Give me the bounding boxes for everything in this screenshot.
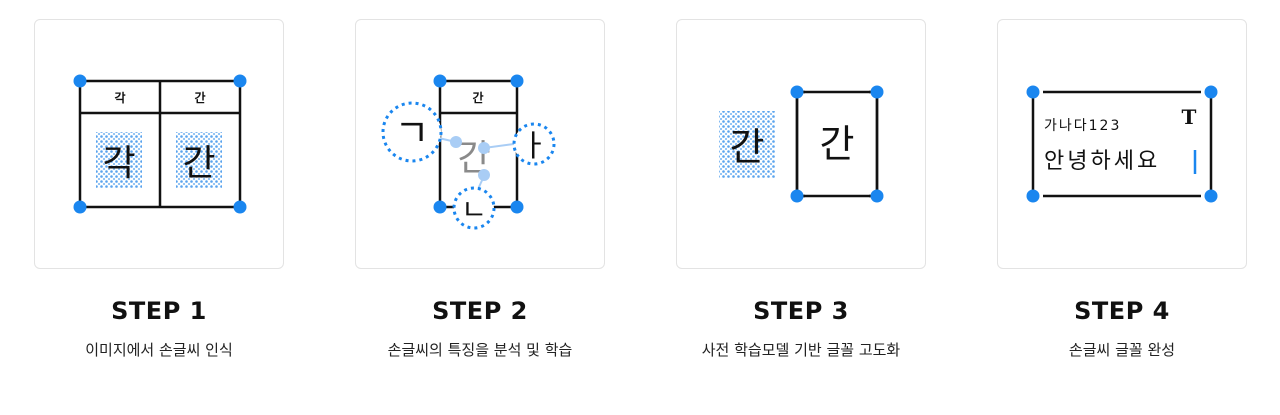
step-3-illustration: 간 간: [719, 85, 884, 203]
corner-handle: [433, 74, 447, 88]
scan-texture: [176, 132, 222, 188]
part-circle-a: [512, 122, 556, 166]
corner-handle: [73, 74, 87, 88]
corner-handle: [1026, 85, 1040, 99]
header-cell-1: 각: [114, 90, 125, 105]
step-1-illustration: 각 간 각 간: [73, 74, 247, 214]
feature-node: [478, 169, 490, 181]
step-title: STEP 2: [432, 297, 528, 325]
corner-handle: [870, 85, 884, 99]
step-4: 가나다123 안녕하세요 T STEP 4 손글씨 글꼴 완성: [997, 19, 1247, 360]
feature-node: [478, 142, 490, 154]
handwriting-char: 간: [730, 125, 765, 169]
scan-texture: [96, 132, 142, 188]
handwriting-char-1: 각: [102, 143, 135, 184]
part-giyeok: ㄱ: [395, 111, 430, 155]
font-char: 간: [820, 122, 855, 166]
step-3: 간 간 STEP 3 사전 학습모델 기반 글꼴 고도화: [676, 19, 926, 360]
text-frame: [1031, 90, 1213, 198]
corner-handle: [233, 74, 247, 88]
part-a: ㅏ: [520, 129, 548, 164]
step-4-card: 가나다123 안녕하세요 T: [997, 19, 1247, 269]
corner-handle: [870, 189, 884, 203]
feature-node: [450, 136, 462, 148]
step-2: 간 간 ㄱ ㅏ ㄴ STEP 2 손글씨의 특징을 분석 및 학습: [355, 19, 605, 360]
step-title: STEP 1: [111, 297, 207, 325]
step-4-illustration: 가나다123 안녕하세요 T: [1026, 85, 1218, 203]
corner-handle: [1026, 189, 1040, 203]
sample-line-1: 가나다123: [1044, 118, 1121, 134]
corner-handle: [1204, 85, 1218, 99]
step-description: 손글씨 글꼴 완성: [1068, 341, 1176, 359]
corner-handle: [790, 189, 804, 203]
step-2-illustration: 간 간 ㄱ ㅏ ㄴ: [381, 74, 556, 230]
step-1: 각 간 각 간 STEP 1 이미지에서 손글씨 인식: [34, 19, 284, 360]
step-2-card: 간 간 ㄱ ㅏ ㄴ: [355, 19, 605, 269]
header-cell: 간: [472, 90, 483, 105]
sample-line-2: 안녕하세요: [1044, 149, 1160, 174]
handwriting-char-2: 간: [182, 143, 215, 184]
step-1-card: 각 간 각 간: [34, 19, 284, 269]
step-3-card: 간 간: [676, 19, 926, 269]
corner-handle: [73, 200, 87, 214]
font-frame: [795, 90, 879, 198]
scan-texture: [719, 111, 775, 178]
step-description: 손글씨의 특징을 분석 및 학습: [387, 341, 573, 359]
part-circle-nieun: [452, 186, 496, 230]
step-description: 사전 학습모델 기반 글꼴 고도화: [701, 341, 901, 359]
corner-handle: [510, 200, 524, 214]
step-title: STEP 4: [1074, 297, 1170, 325]
text-tool-icon: T: [1182, 105, 1197, 129]
corner-handle: [433, 200, 447, 214]
part-nieun: ㄴ: [461, 193, 487, 226]
corner-handle: [1204, 189, 1218, 203]
header-cell-2: 간: [194, 90, 205, 105]
corner-handle: [510, 74, 524, 88]
step-description: 이미지에서 손글씨 인식: [85, 341, 233, 359]
corner-handle: [790, 85, 804, 99]
step-title: STEP 3: [753, 297, 849, 325]
corner-handle: [233, 200, 247, 214]
part-circle-giyeok: [381, 101, 443, 163]
